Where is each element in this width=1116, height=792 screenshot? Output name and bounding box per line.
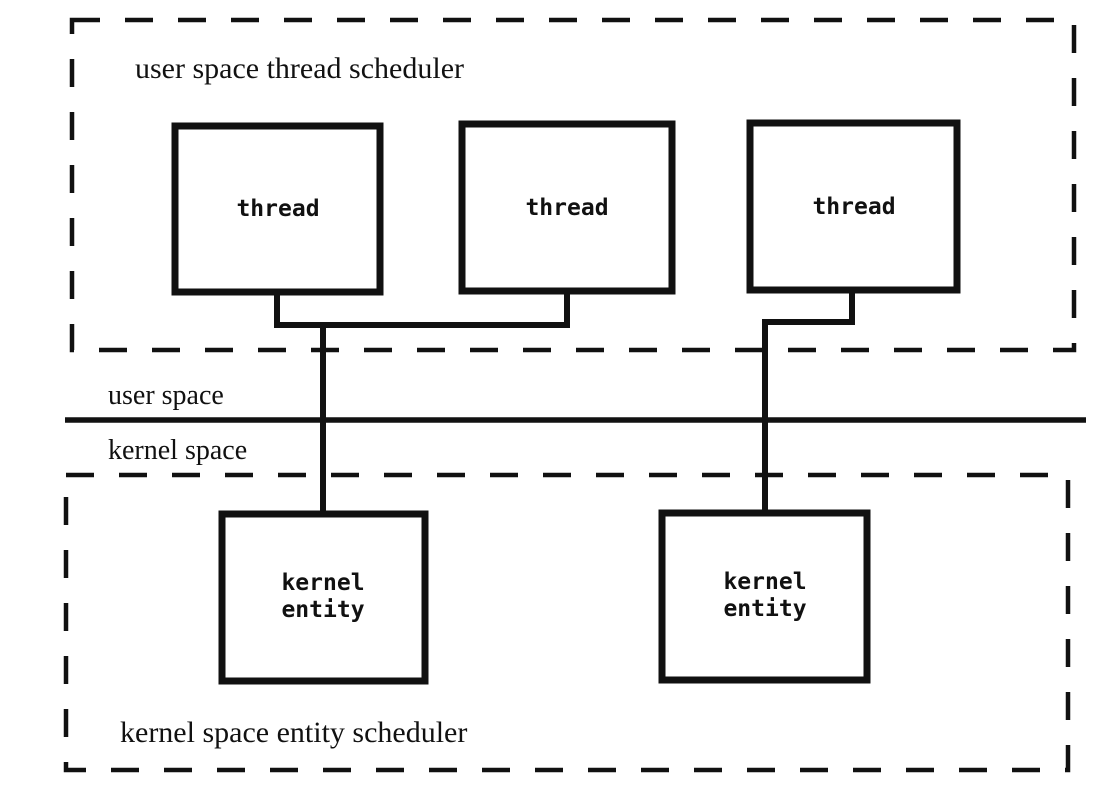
thread-box-1 bbox=[171, 122, 384, 296]
kernel-space-label: kernel space bbox=[108, 435, 247, 466]
thread-2-label: thread bbox=[525, 195, 608, 221]
kernel-scheduler-boundary bbox=[63, 472, 1071, 773]
user-space-label: user space bbox=[108, 380, 224, 411]
kernel-entity-box-2 bbox=[658, 509, 871, 684]
thread-box-2 bbox=[458, 120, 676, 295]
user-scheduler-boundary bbox=[69, 17, 1077, 353]
kernel-entity-1-label-line2: entity bbox=[281, 597, 364, 623]
thread-box-3 bbox=[746, 119, 961, 294]
kernel-entity-2-label-line2: entity bbox=[723, 596, 806, 622]
connector-thread3-to-kernel-entity-2 bbox=[762, 290, 855, 513]
kernel-entity-2-label-line1: kernel bbox=[723, 569, 806, 595]
kernel-entity-1-label-line1: kernel bbox=[281, 570, 364, 596]
user-scheduler-title: user space thread scheduler bbox=[135, 52, 464, 85]
kernel-entity-box-1 bbox=[218, 510, 429, 685]
kernel-scheduler-title: kernel space entity scheduler bbox=[120, 716, 467, 749]
thread-3-label: thread bbox=[812, 194, 895, 220]
thread-1-label: thread bbox=[236, 196, 319, 222]
connector-thread1-thread2-join bbox=[274, 291, 570, 328]
